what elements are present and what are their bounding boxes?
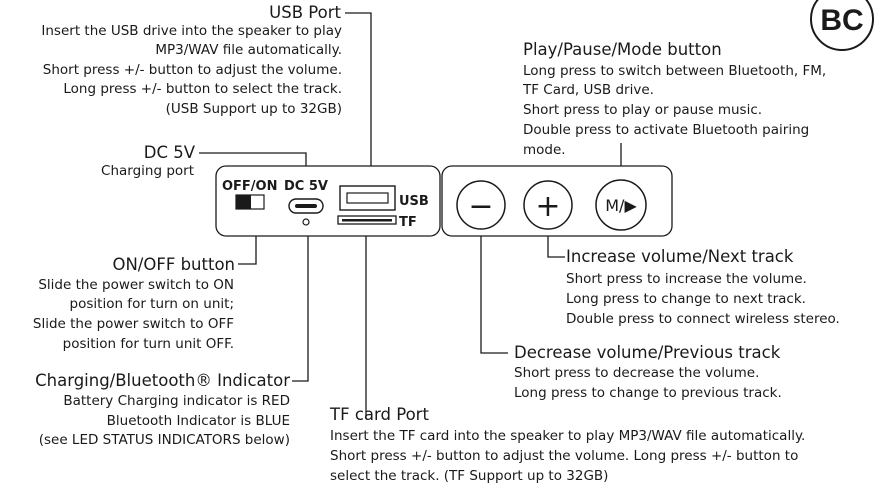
onoff-desc-3: Slide the power switch to OFF [32, 316, 234, 332]
dc5v-label: DC 5V [284, 179, 328, 194]
dc5v-desc: Charging port [101, 163, 194, 179]
usb-port-desc-2: MP3/WAV file automatically. [155, 42, 342, 58]
play-pause-desc-3: Short press to play or pause music. [523, 102, 763, 118]
play-pause-mode-button[interactable] [595, 179, 647, 231]
dc5v-port-inner [295, 204, 317, 208]
decrease-leader [480, 227, 508, 354]
increase-desc-2: Long press to change to next track. [566, 291, 806, 307]
usb-slot-inner [346, 192, 389, 204]
bc-logo-text: BC [820, 4, 863, 37]
indicator-desc-1: Battery Charging indicator is RED [63, 393, 290, 409]
indicator-led [302, 218, 310, 226]
indicator-desc-2: Bluetooth Indicator is BLUE [106, 413, 290, 429]
dc5v-title: DC 5V [143, 143, 195, 162]
tf-slot-inner [342, 219, 392, 222]
increase-desc-1: Short press to increase the volume. [566, 271, 807, 287]
play-pause-desc-1: Long press to switch between Bluetooth, … [523, 63, 827, 79]
usb-label: USB [399, 194, 429, 209]
plus-icon: + [535, 189, 560, 224]
usb-port-title: USB Port [269, 3, 341, 22]
minus-button[interactable] [456, 180, 506, 230]
usb-port-leader [345, 12, 372, 186]
bc-logo-circle [810, 0, 874, 51]
increase-title: Increase volume/Next track [566, 247, 794, 266]
decrease-desc-1: Short press to decrease the volume. [514, 365, 760, 381]
onoff-title: ON/OFF button [112, 255, 235, 274]
indicator-leader [292, 227, 309, 382]
increase-leader [547, 227, 565, 258]
tf-port-desc-1: Insert the TF card into the speaker to p… [330, 428, 806, 444]
increase-desc-3: Double press to connect wireless stereo. [566, 311, 840, 327]
minus-icon: − [468, 189, 493, 224]
onoff-desc-4: position for turn unit OFF. [62, 336, 234, 352]
tf-port-title: TF card Port [330, 405, 429, 424]
onoff-desc-1: Slide the power switch to ON [38, 277, 234, 293]
offon-label: OFF/ON [222, 179, 278, 194]
power-switch-knob [236, 195, 251, 209]
play-pause-desc-4: Double press to activate Bluetooth pairi… [523, 122, 810, 138]
plus-button[interactable] [523, 180, 573, 230]
indicator-title: Charging/Bluetooth® Indicator [35, 371, 290, 390]
usb-port-desc-1: Insert the USB drive into the speaker to… [41, 23, 342, 39]
indicator-desc-3: (see LED STATUS INDICATORS below) [38, 432, 290, 448]
tf-port-desc-2: Short press +/- button to adjust the vol… [330, 448, 799, 464]
play-pause-mode-icon: M/▶ [605, 196, 637, 215]
usb-port-desc-4: Long press +/- button to select the trac… [63, 81, 342, 97]
usb-port-desc-3: Short press +/- button to adjust the vol… [42, 62, 342, 78]
decrease-title: Decrease volume/Previous track [514, 343, 781, 362]
play-pause-title: Play/Pause/Mode button [523, 40, 722, 59]
usb-port-desc-5: (USB Support up to 32GB) [165, 101, 342, 117]
decrease-desc-2: Long press to change to previous track. [514, 385, 782, 401]
onoff-desc-2: position for turn on unit; [69, 296, 234, 312]
tf-label: TF [399, 215, 417, 230]
play-pause-desc-2: TF Card, USB drive. [523, 82, 654, 98]
tf-port-desc-3: select the track. (TF Support up to 32GB… [330, 468, 609, 484]
play-pause-desc-5: mode. [523, 142, 566, 158]
